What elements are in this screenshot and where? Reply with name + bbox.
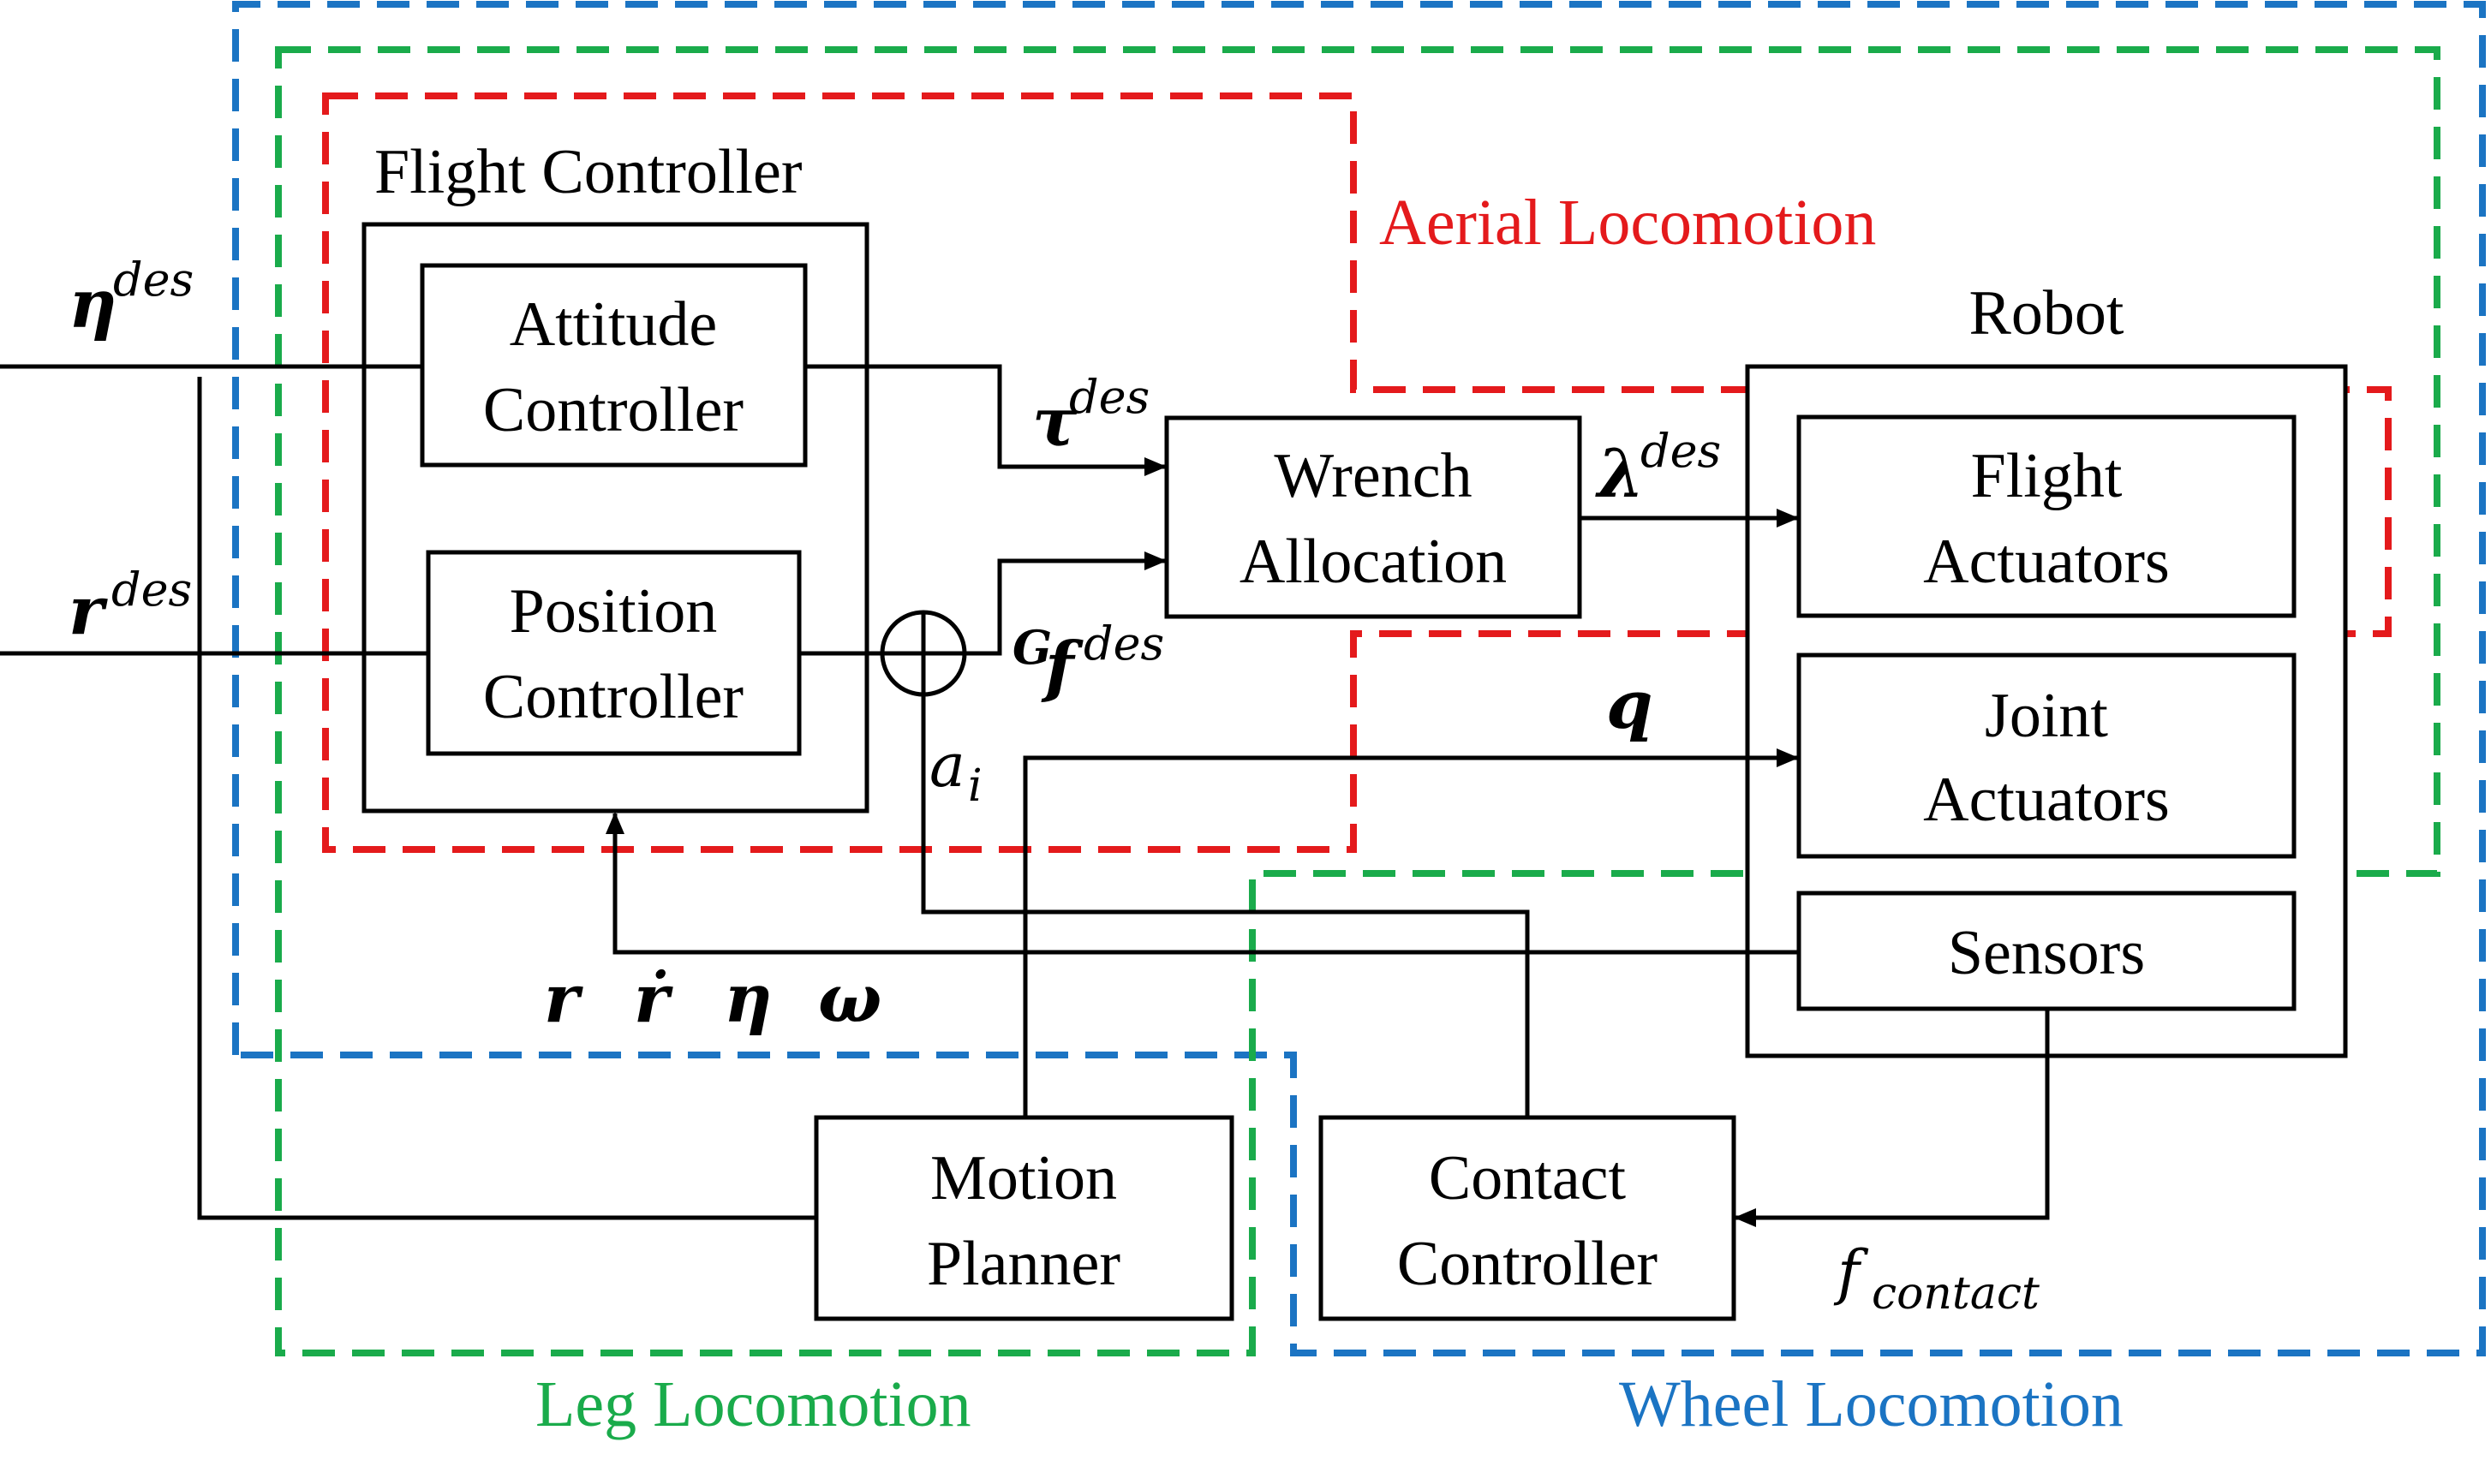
svg-text:i: i	[968, 760, 983, 812]
joint-actuators-label-line2: Actuators	[1923, 765, 2170, 835]
flight-actuators-label-line1: Flight	[1971, 441, 2123, 511]
flight-actuators-label-line2: Actuators	[1923, 527, 2170, 597]
feedback-r-dot-label: ṙ	[634, 960, 673, 1038]
joint-actuators-block	[1796, 653, 2297, 859]
sensors-label: Sensors	[1948, 918, 2145, 988]
aerial-locomotion-label: Aerial Locomotion	[1379, 187, 1876, 259]
position-controller-label-line1: Position	[510, 576, 718, 647]
svg-text:f: f	[1041, 628, 1084, 706]
feedback-eta-label: η	[724, 960, 773, 1038]
eta-des-to-motion-planner-wire	[197, 377, 816, 1220]
f-contact-signal-label: f contact	[1833, 1237, 2040, 1320]
joint-actuators-label-line1: Joint	[1985, 681, 2108, 751]
r-des-signal-label: r des	[69, 563, 192, 650]
flight-actuators-block	[1796, 414, 2297, 618]
eta-des-signal-label: η des	[69, 253, 194, 343]
svg-text:τ: τ	[1032, 384, 1078, 462]
attitude-controller-label-line1: Attitude	[510, 289, 718, 360]
f-des-signal-label: G f des	[1013, 617, 1164, 706]
f-des-wire	[965, 551, 1167, 656]
tau-des-wire	[805, 364, 1167, 476]
wheel-locomotion-label: Wheel Locomotion	[1619, 1368, 2124, 1440]
svg-text:des: des	[1640, 424, 1721, 478]
summing-junction	[880, 610, 967, 697]
svg-text:des: des	[111, 563, 192, 617]
lambda-des-signal-label: λ des	[1595, 424, 1721, 513]
svg-text:r: r	[69, 572, 108, 650]
svg-text:des: des	[1084, 617, 1164, 670]
flight-controller-label: Flight Controller	[374, 137, 803, 207]
position-controller-block	[426, 550, 802, 756]
a-i-wire	[921, 694, 1530, 1117]
contact-controller-label-line1: Contact	[1429, 1143, 1627, 1213]
svg-text:f: f	[1833, 1237, 1869, 1308]
svg-text:λ: λ	[1595, 435, 1645, 513]
wrench-allocation-label-line1: Wrench	[1274, 441, 1472, 511]
q-signal-label: q	[1606, 666, 1653, 744]
contact-controller-label-line2: Controller	[1397, 1229, 1658, 1299]
motion-planner-label-line2: Planner	[927, 1229, 1120, 1299]
wrench-allocation-label-line2: Allocation	[1240, 527, 1507, 597]
attitude-controller-label-line2: Controller	[483, 375, 744, 445]
svg-text:contact: contact	[1872, 1268, 2040, 1320]
tau-des-signal-label: τ des	[1032, 370, 1150, 462]
svg-text:a: a	[929, 730, 965, 801]
sensor-feedback-wire	[606, 812, 1799, 955]
leg-locomotion-label: Leg Locomotion	[535, 1368, 971, 1440]
q-wire	[1023, 748, 1799, 1117]
wheel-locomotion-boundary	[232, 1, 2486, 1356]
motion-planner-label-line1: Motion	[930, 1143, 1117, 1213]
a-i-signal-label: a i	[929, 730, 983, 812]
feedback-r-label: r	[544, 960, 583, 1038]
f-contact-wire	[1734, 1009, 2050, 1227]
feedback-omega-label: ω	[818, 960, 881, 1038]
sensors-block	[1796, 891, 2297, 1011]
aerial-locomotion-boundary	[322, 92, 2392, 853]
position-controller-label-line2: Controller	[483, 662, 744, 732]
svg-text:des: des	[1069, 370, 1150, 424]
leg-locomotion-boundary	[275, 46, 2440, 1356]
robot-label: Robot	[1969, 278, 2124, 349]
svg-text:des: des	[113, 253, 194, 307]
svg-text:G: G	[1013, 620, 1052, 675]
wrench-allocation-block	[1164, 415, 1582, 619]
svg-text:η: η	[69, 265, 117, 343]
